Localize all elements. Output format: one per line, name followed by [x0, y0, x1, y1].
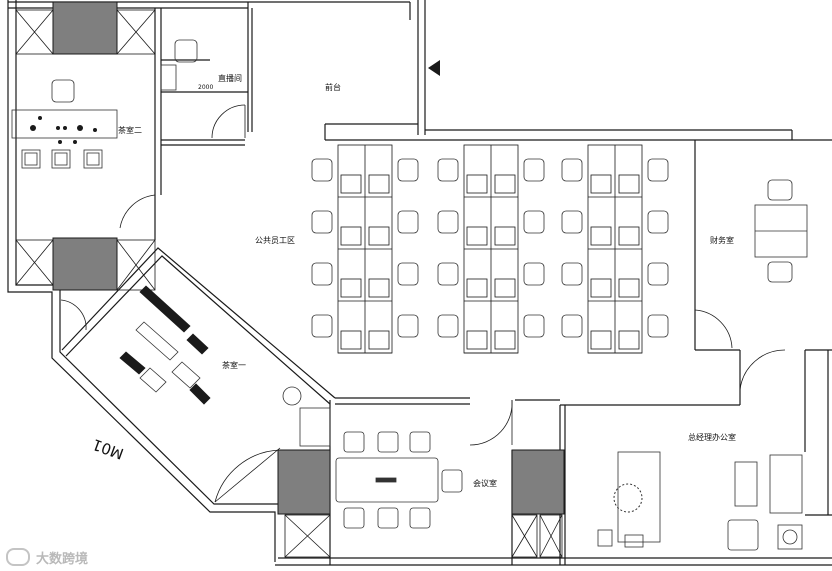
room-label-gm-office: 总经理办公室 [688, 433, 736, 442]
desk-monitor [340, 330, 362, 350]
desk-monitor [368, 330, 390, 350]
desk-monitor [494, 226, 516, 246]
desk-monitor [340, 226, 362, 246]
office-chair [437, 210, 459, 234]
office-chair [397, 262, 419, 286]
office-chair [523, 210, 545, 234]
desk-monitor [466, 226, 488, 246]
desk-monitor [340, 174, 362, 194]
room-label-live-room: 直播间 [218, 74, 242, 83]
desk-monitor [368, 278, 390, 298]
desk-monitor [590, 174, 612, 194]
room-label-tea-room-two: 茶室二 [118, 126, 142, 135]
desk-monitor [466, 278, 488, 298]
desk-monitor [340, 278, 362, 298]
office-chair [311, 314, 333, 338]
desk-monitor [494, 330, 516, 350]
office-chair [437, 262, 459, 286]
desk-monitor [590, 330, 612, 350]
office-chair [437, 314, 459, 338]
room-label-front-desk: 前台 [325, 83, 341, 92]
watermark-logo-icon [6, 548, 30, 566]
desk-monitor [618, 174, 640, 194]
office-chair [397, 314, 419, 338]
office-chair [437, 158, 459, 182]
room-label-public-staff-area: 公共员工区 [255, 236, 295, 245]
office-chair [561, 314, 583, 338]
office-chair [647, 262, 669, 286]
office-chair [523, 158, 545, 182]
desk-monitor [618, 278, 640, 298]
office-chair [523, 314, 545, 338]
office-chair [561, 210, 583, 234]
room-label-finance-room: 财务室 [710, 236, 734, 245]
office-chair [311, 210, 333, 234]
office-chair [311, 158, 333, 182]
desk-monitor [618, 330, 640, 350]
office-chair [561, 158, 583, 182]
office-chair [647, 314, 669, 338]
desk-monitor [466, 330, 488, 350]
office-chair [523, 262, 545, 286]
room-label-tea-room-one: 茶室一 [222, 361, 246, 370]
desk-monitor [494, 174, 516, 194]
dimension-live-room: 2000 [198, 84, 214, 91]
desk-monitor [494, 278, 516, 298]
desk-monitor [466, 174, 488, 194]
desk-monitor [590, 226, 612, 246]
office-chair [647, 158, 669, 182]
office-chair [647, 210, 669, 234]
desk-monitor [368, 226, 390, 246]
office-chair [311, 262, 333, 286]
office-chair [397, 158, 419, 182]
desk-monitor [368, 174, 390, 194]
desk-monitor [590, 278, 612, 298]
office-chair [397, 210, 419, 234]
desk-monitor [618, 226, 640, 246]
watermark-text: 大数跨境 [36, 552, 89, 567]
room-label-meeting-room: 会议室 [473, 479, 497, 488]
office-chair [561, 262, 583, 286]
